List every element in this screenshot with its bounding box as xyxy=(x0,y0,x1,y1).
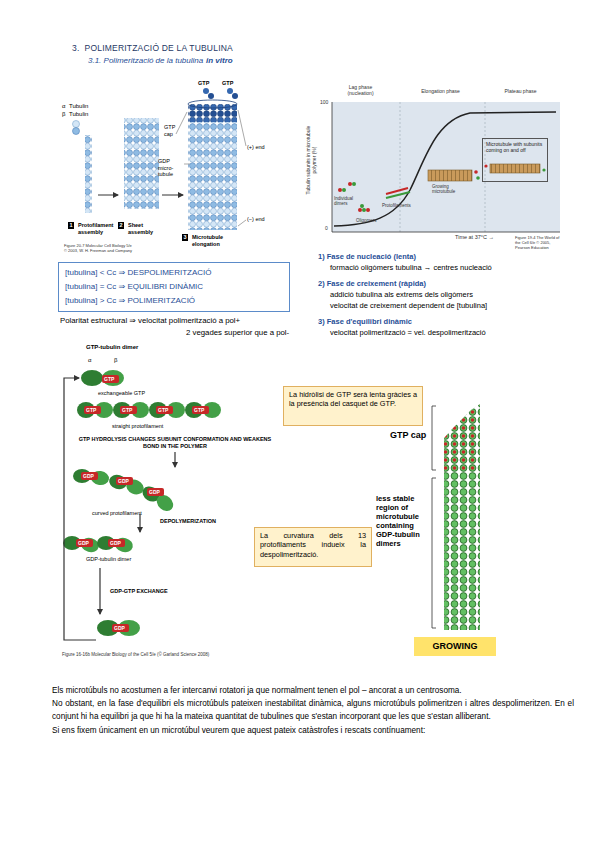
part-label: GTP-tubulin dimer xyxy=(86,344,138,351)
figure-caption: Figure 20-7 Molecular Cell Biology 5/e ©… xyxy=(64,244,134,254)
part-label: Tubulin xyxy=(69,103,88,110)
phase-text: velocitat polimerització = vel. despolim… xyxy=(330,328,486,337)
nucleotide-tag: GTP xyxy=(104,376,114,382)
note-text: Polaritat estructural ⇒ velocitat polime… xyxy=(60,316,240,325)
node-text: GROWING xyxy=(414,637,496,656)
figure-caption: Figure 19-4 The World of the Cell 6/e © … xyxy=(515,236,561,250)
nucleotide-tag: GDP xyxy=(114,625,125,631)
figure-caption: Figure 16-16b Molecular Biology of the C… xyxy=(62,652,292,657)
phase-header: Lag phase (nucleation) xyxy=(338,84,383,96)
step-label: Microtubule elongation xyxy=(192,234,240,247)
step-caption: GDP-GTP EXCHANGE xyxy=(110,588,168,595)
concentration-box: [tubulina] < Cc ⇒ DESPOLIMERITZACIÓ[tubu… xyxy=(58,262,290,312)
page-heading: 3. POLIMERITZACIÓ DE LA TUBULINA xyxy=(72,43,233,53)
callout-note: La hidròlisi de GTP serà lenta gràcies a… xyxy=(283,386,423,426)
part-label: less stable region of microtubule contai… xyxy=(376,494,430,548)
node-text: Microtubule with subunits coming on and … xyxy=(486,141,544,153)
part-label: Oligomers xyxy=(356,218,377,223)
phase-header: Plateau phase xyxy=(498,88,543,94)
part-label: α xyxy=(88,357,91,364)
step-label: Protofilament assembly xyxy=(78,222,122,235)
nucleotide-tag: GTP xyxy=(194,407,204,413)
phase-text: addició tubulina als extrems dels oligòm… xyxy=(330,290,473,299)
node-text: La hidròlisi de GTP serà lenta gràcies a… xyxy=(289,390,417,409)
nucleotide-tag: GDP xyxy=(149,489,160,495)
part-label: β xyxy=(114,357,117,364)
nucleotide-tag: GDP xyxy=(78,540,89,546)
part-label: GTP cap xyxy=(390,430,426,441)
part-label: GDP-tubulin dimer xyxy=(86,556,131,563)
part-label: GDP micro-tubule xyxy=(158,158,186,178)
part-label: exchangeable GTP xyxy=(98,390,145,397)
callout-note: La curvatura dels 13 protofilaments indu… xyxy=(254,527,372,567)
body-text: No obstant, en la fase d'equilibri els m… xyxy=(52,697,574,723)
part-label: GTP cap xyxy=(164,124,184,137)
phase-title: 3) Fase d'equilibri dinàmic xyxy=(318,317,412,326)
nucleotide-tag: GDP xyxy=(118,478,129,484)
note-text: 2 vegades superior que a pol- xyxy=(186,328,289,337)
axis-title: Tubulin subunits in microtubule polymer … xyxy=(305,120,317,200)
phase-text: velocitat de creixement dependent de [tu… xyxy=(330,301,487,310)
status-band: GROWING xyxy=(414,637,496,656)
node-text: [tubulina] > Cc ⇒ POLIMERITZACIÓ xyxy=(65,294,283,308)
body-text: Els microtúbuls no acostumen a fer inter… xyxy=(52,684,574,697)
subheading: 3.1. Polimerització de la tubulina xyxy=(88,56,203,66)
node-text: [tubulina] = Cc ⇒ EQUILIBRI DINÀMIC xyxy=(65,280,283,294)
phase-title: 1) Fase de nucleació (lenta) xyxy=(318,252,416,261)
part-label: β xyxy=(62,111,65,118)
node-text: [tubulina] < Cc ⇒ DESPOLIMERITZACIÓ xyxy=(65,266,283,280)
part-label: Individual dimers xyxy=(334,196,360,207)
nucleotide-tag: GTP xyxy=(122,407,132,413)
body-text: Si ens fixem únicament en un microtúbul … xyxy=(52,724,574,737)
part-label: α xyxy=(62,103,65,110)
phase-header: Elongation phase xyxy=(418,88,463,94)
part-label: Tubulin xyxy=(69,111,88,118)
nucleotide-tag: GTP xyxy=(158,407,168,413)
step-caption: GTP HYDROLYSIS CHANGES SUBUNIT CONFORMAT… xyxy=(70,436,280,449)
step-number: 1 xyxy=(68,222,74,229)
phase-title: 2) Fase de creixement (ràpida) xyxy=(318,279,426,288)
subheading: in vitro xyxy=(206,56,233,66)
plateau-box: Microtubule with subunits coming on and … xyxy=(482,138,548,182)
step-number: 2 xyxy=(118,222,124,229)
part-label: Protofilaments xyxy=(382,203,411,208)
step-caption: DEPOLYMERIZATION xyxy=(160,518,216,525)
part-label: (+) end xyxy=(247,144,265,151)
part-label: curved protofilament xyxy=(92,510,142,517)
axis-tick: 0 xyxy=(325,225,328,231)
part-label: GTP xyxy=(198,80,209,87)
step-label: Sheet assembly xyxy=(128,222,164,235)
axis-title: Time at 37°C → xyxy=(455,234,494,241)
part-label: Growing microtubule xyxy=(432,184,464,195)
part-label: straight protofilament xyxy=(112,423,163,430)
nucleotide-tag: GDP xyxy=(110,540,121,546)
nucleotide-tag: GTP xyxy=(86,407,96,413)
node-text: La curvatura dels 13 protofilaments indu… xyxy=(260,531,366,559)
step-number: 3 xyxy=(182,234,188,241)
axis-tick: 100 xyxy=(320,99,328,105)
part-label: GTP xyxy=(222,80,233,87)
phase-text: formació oligòmers tubulina → centres nu… xyxy=(330,263,492,272)
part-label: (−) end xyxy=(247,216,265,223)
nucleotide-tag: GDP xyxy=(83,473,94,479)
